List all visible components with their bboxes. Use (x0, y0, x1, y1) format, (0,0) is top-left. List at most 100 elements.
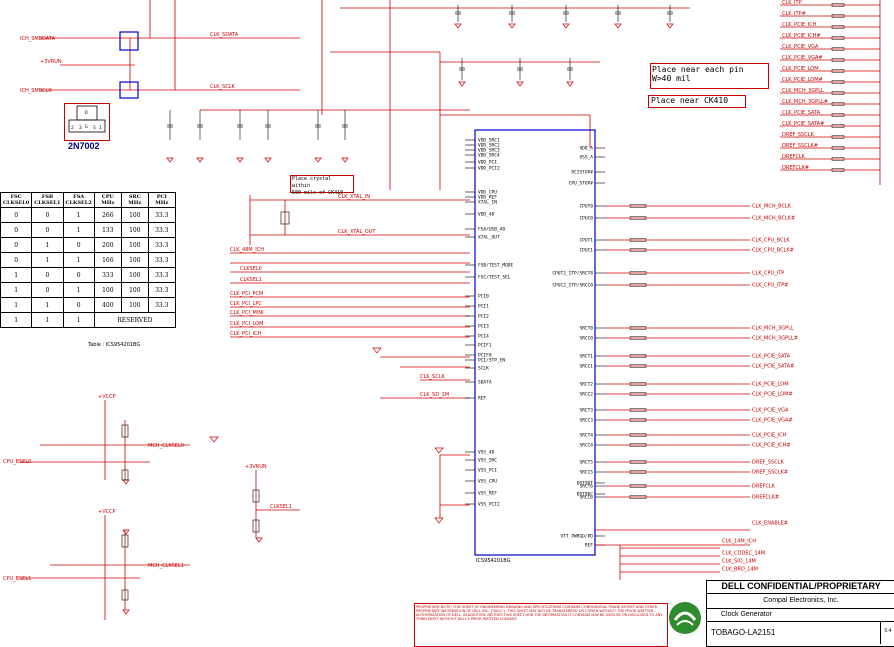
table-cell: 0 (62, 267, 95, 283)
chip-right-pin: SRCT1 (579, 354, 593, 360)
series-resistor (629, 204, 647, 208)
revision: 0.4 (880, 622, 894, 644)
right-net-lines: CLK_MCH_BCLKCLK_MCH_BCLK#CLK_CPU_BCLKCLK… (605, 204, 798, 573)
chip-right-pin: DOT96C (577, 492, 594, 498)
chip-left-pin: VSS_PCI2 (478, 502, 500, 508)
termination-resistor (831, 69, 845, 73)
chip-right-pin: SRCC5 (579, 470, 593, 476)
net-bottom-right-label: CLK_14M_ICH (722, 539, 756, 545)
pkg-pin-num-3: 3 (79, 125, 82, 131)
chip-left-pin: SCLK (478, 366, 489, 372)
freq-header-line: FSC (10, 194, 22, 200)
net-clk-sclk: CLK_SCLK (210, 84, 236, 90)
chip-left-pin: PCI4 (478, 334, 489, 340)
table-cell: 1 (0, 267, 33, 283)
net-right-label: CLK_PCIE_ICH# (752, 443, 791, 449)
table-cell: 33.3 (147, 267, 176, 283)
table-cell: 1 (31, 297, 64, 313)
net-clksel1: CLKSEL1 (240, 277, 262, 283)
pkg-pin-g: G (85, 124, 88, 130)
chip-right-pin: CPUT2_ITP/SRCT8 (552, 271, 593, 277)
table-cell: 33.3 (147, 252, 176, 268)
net-xtal-in: CLK_XTAL_IN (338, 194, 370, 200)
freq-header-line: SRC (128, 194, 141, 200)
table-cell: 133 (93, 222, 122, 238)
series-resistor (629, 470, 647, 474)
chip-right-pin: VTT_PWRGD/PD (560, 534, 593, 540)
table-cell: 1 (0, 282, 33, 298)
net-right-label: CLK_PCIE_VGA# (752, 418, 793, 424)
chip-right-pin: CPUT0 (579, 204, 593, 210)
table-cell: 1 (62, 282, 95, 298)
net-cpu-bsel0: CPU_BSEL0 (3, 459, 31, 465)
termination-resistor (831, 14, 845, 18)
net-right-label: CLK_MCH_3GPLL (752, 326, 794, 332)
chip-right-pin: CPUC0 (579, 216, 593, 222)
chip-left-pin: VDD_48 (478, 212, 495, 218)
table-cell: 0 (0, 207, 33, 223)
net-right-label: DREF_SSCLK# (752, 470, 788, 476)
package-outline: D G 2 3 1 S (68, 105, 106, 133)
net-clk-sclk-2: CLK_SCLK (420, 374, 446, 380)
net-ich-smbdata: ICH_SMBDATA (20, 36, 56, 42)
chip-left-pin: VDD_PCI2 (478, 166, 500, 172)
chip-left-pin: VDD_SRC4 (478, 153, 500, 159)
net-right-label: DREFCLK# (752, 495, 779, 501)
table-cell: 33.3 (147, 297, 176, 313)
termination-resistor (831, 58, 845, 62)
chip-right-pin: REF (585, 543, 593, 549)
bottom-right-outputs (595, 529, 750, 580)
freq-header-line: FSB (41, 194, 54, 200)
chip-left-pin: PCI2 (478, 314, 489, 320)
net-right-label: CLK_PCIE_VGA (752, 408, 789, 414)
series-resistor (629, 336, 647, 340)
net-right-label: CLK_MCH_3GPLL# (752, 336, 798, 342)
net-3vrun-top: +3VRUN (40, 59, 62, 65)
termination-resistor (831, 168, 845, 172)
chip-right-pin: SRCT3 (579, 408, 593, 414)
table-cell: 0 (62, 237, 95, 253)
chip-right-pin: SRCT6 (579, 484, 593, 490)
pkg-pin-num-2: 2 (71, 125, 74, 131)
net-clk-sd-1m: CLK_SD_1M (420, 392, 449, 398)
top-right-net-label: CLK_PCIE_SATA# (782, 121, 824, 127)
table-cell: 1 (0, 297, 33, 313)
chip-left-pin: PCI3 (478, 324, 489, 330)
table-cell: 1 (31, 252, 64, 268)
net-right-label: CLK_PCIE_SATA# (752, 364, 794, 370)
chip-left-pin: FSB/TEST_MODE (478, 263, 514, 269)
chip-right-pin: SRCC6 (579, 495, 593, 501)
top-right-net-label: CLK_PCIE_ICH# (782, 33, 821, 39)
chip-left-pin: PCI0 (478, 294, 489, 300)
freq-header-line: MHz (155, 200, 169, 206)
table-cell: 0 (62, 297, 95, 313)
top-right-net-label: CLK_PCIE_ICH (782, 22, 817, 28)
chip-left-pin: VDD_SRC3 (478, 148, 500, 154)
chip-right-pin: SRCT2 (579, 382, 593, 388)
freq-header-line: CLKSEL1 (34, 200, 61, 206)
table-cell: 33.3 (147, 207, 176, 223)
top-right-net-label: CLK_PCIE_LOM# (782, 77, 823, 83)
note-place-near-pin: Place near each pin W>40 mil (650, 63, 769, 89)
clock-generator-chip: VDD_SRC1VDD_SRC2VDD_SRC3VDD_SRC4VDD_PCIV… (465, 129, 605, 564)
chip-right-pin: SRCT0 (579, 326, 593, 332)
top-right-net-list: CLK_ITPCLK_ITP#CLK_PCIE_ICHCLK_PCIE_ICH#… (780, 0, 881, 185)
table-cell: 100 (120, 297, 149, 313)
net-right-label: CLK_PCIE_LOM (752, 382, 789, 388)
freq-header-line: FSA (73, 194, 85, 200)
termination-resistor (831, 91, 845, 95)
net-right-label: CLK_PCIE_ICH (752, 433, 787, 439)
chip-right-pin: SRCC3 (579, 418, 593, 424)
compal-logo-icon (669, 602, 701, 634)
sheet-title: Clock Generator (707, 609, 894, 622)
series-resistor (629, 283, 647, 287)
project-row: TOBAGO-LA2151 0.4 (707, 622, 894, 644)
chip-right-pin: CPUC2_ITP/SRCC8 (552, 283, 593, 289)
chip-part-number: ICS954201BG (476, 558, 511, 564)
net-bottom-right-label: CLK_ENABLE# (752, 521, 788, 527)
top-right-net-label: CLK_ITP# (782, 11, 806, 17)
table-cell: 333 (93, 267, 122, 283)
net-clk-pci-lpc: CLK_PCI_LPC (230, 301, 262, 307)
